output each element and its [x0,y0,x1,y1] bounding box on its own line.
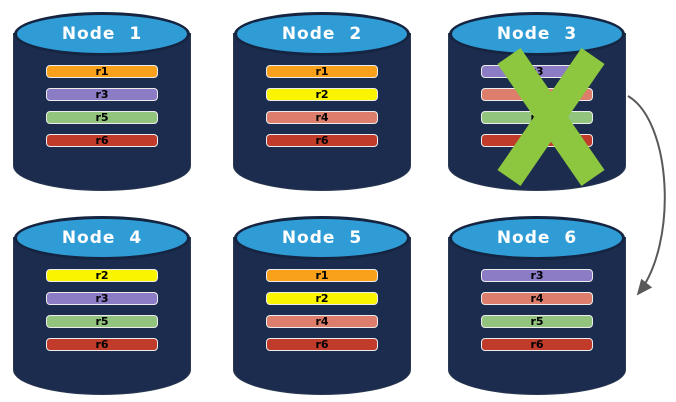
replica-bar: r6 [266,134,378,147]
node-title: Node 6 [496,228,578,248]
replica-bar: r5 [481,315,593,328]
node-2: Node 2 r1 r2 r4 r6 [234,12,410,190]
replica-bar: r6 [46,134,158,147]
replica-bar: r2 [46,269,158,282]
node-4: Node 4 r2 r3 r5 r6 [14,216,190,394]
node-6: Node 6 r3 r4 r5 r6 [449,216,625,394]
cylinder-top: Node 2 [234,12,410,56]
replica-bar: r3 [46,292,158,305]
node-1: Node 1 r1 r3 r5 r6 [14,12,190,190]
replica-bar: r3 [46,88,158,101]
node-title: Node 1 [61,24,143,44]
replica-bar: r2 [266,292,378,305]
replica-list: r1 r2 r4 r6 [234,65,410,147]
replica-bar: r2 [266,88,378,101]
replica-bar: r6 [481,134,593,147]
node-title: Node 4 [61,228,143,248]
node-title: Node 3 [496,24,578,44]
node-title: Node 2 [281,24,363,44]
replica-bar: r5 [46,111,158,124]
replica-list: r1 r3 r5 r6 [14,65,190,147]
cylinder-top: Node 5 [234,216,410,260]
replica-list: r3 r4 r5 r6 [449,269,625,351]
replica-list: r1 r2 r4 r6 [234,269,410,351]
replica-bar: r5 [46,315,158,328]
replica-bar: r3 [481,269,593,282]
replica-list: r2 r3 r5 r6 [14,269,190,351]
cylinder-top: Node 3 [449,12,625,56]
replica-bar: r1 [46,65,158,78]
replica-bar: r1 [266,65,378,78]
replica-bar: r6 [481,338,593,351]
node-5: Node 5 r1 r2 r4 r6 [234,216,410,394]
replica-bar: r4 [266,111,378,124]
replica-bar: r6 [46,338,158,351]
replica-bar: r5 [481,111,593,124]
cylinder-top: Node 6 [449,216,625,260]
replica-list: r3 r4 r5 r6 [449,65,625,147]
replica-bar: r1 [266,269,378,282]
replica-bar: r4 [266,315,378,328]
replica-bar: r3 [481,65,593,78]
node-title: Node 5 [281,228,363,248]
cylinder-top: Node 1 [14,12,190,56]
replica-bar: r4 [481,292,593,305]
cylinder-top: Node 4 [14,216,190,260]
node-3: Node 3 r3 r4 r5 r6 [449,12,625,190]
replica-bar: r6 [266,338,378,351]
replica-bar: r4 [481,88,593,101]
